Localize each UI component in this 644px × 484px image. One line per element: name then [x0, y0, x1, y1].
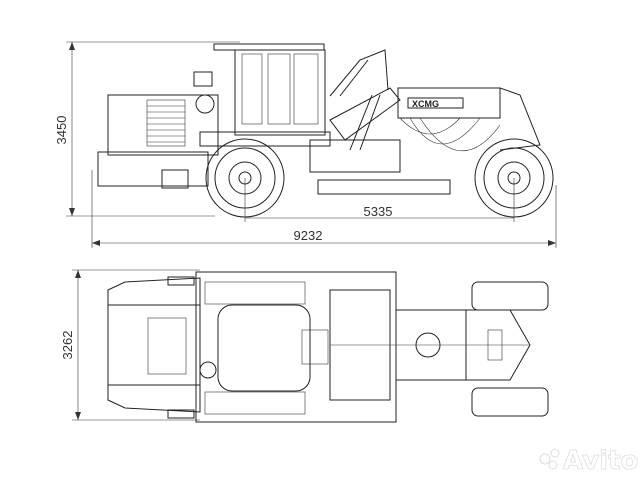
wheelbase-dimension: 5335 [244, 178, 515, 222]
avito-watermark: Avito [539, 446, 639, 476]
length-dimension: 9232 [91, 170, 557, 248]
length-label: 9232 [294, 228, 323, 243]
watermark-text: Avito [563, 446, 638, 476]
engine-grille [147, 105, 185, 143]
height-dimension: 3450 [54, 41, 240, 217]
top-view: 3262 [60, 269, 549, 423]
width-label: 3262 [60, 331, 75, 360]
brand-logo: XCMG [412, 99, 439, 109]
height-label: 3450 [54, 116, 69, 145]
wheelbase-label: 5335 [364, 204, 393, 219]
width-dimension: 3262 [60, 269, 200, 421]
side-view: 3450 XCMG [54, 41, 557, 248]
